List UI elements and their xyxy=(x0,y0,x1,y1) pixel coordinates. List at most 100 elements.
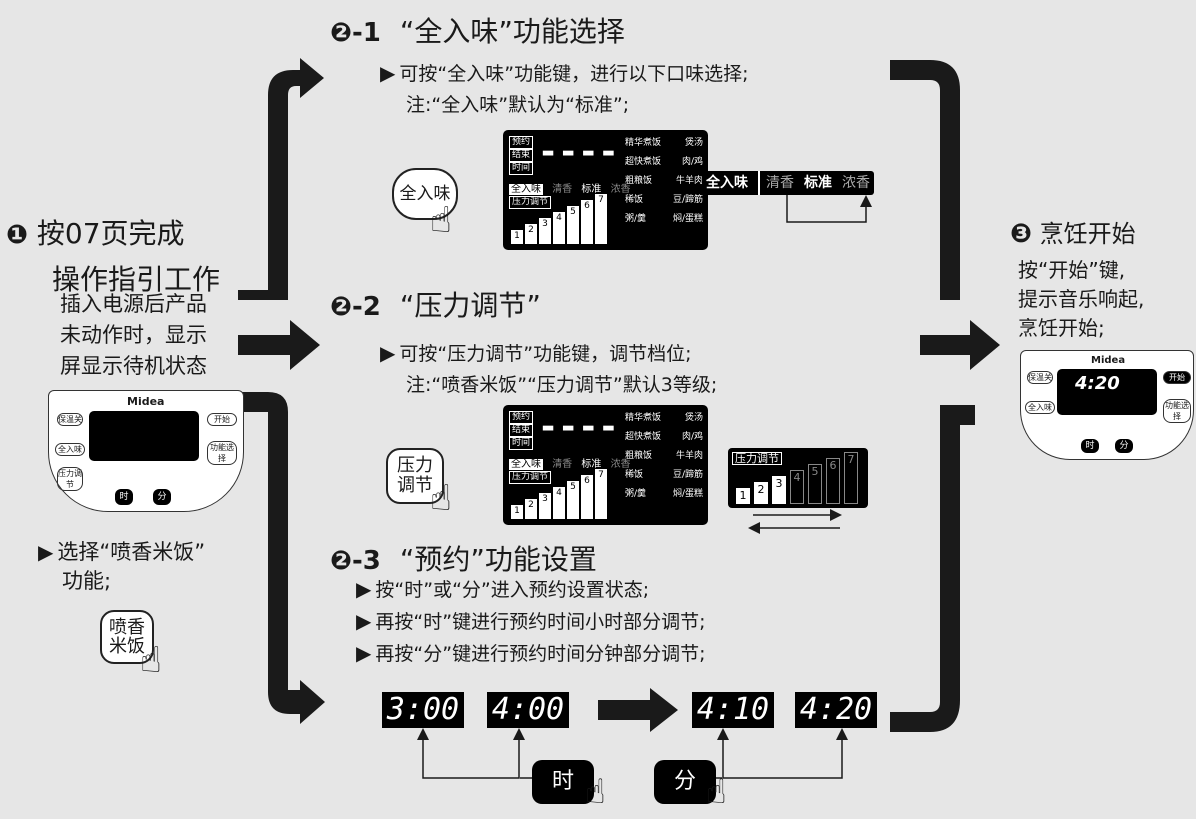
step1-title-line1: ❶ 按07页完成 xyxy=(6,217,185,250)
triangle-icon: ▶ xyxy=(356,577,372,601)
step2-1-text: ▶可按“全入味”功能键，进行以下口味选择; 注:“全入味”默认为“标准”; xyxy=(380,58,748,121)
button-taste[interactable]: 全入味 xyxy=(1025,401,1055,414)
pressure-bar-5: 5 xyxy=(567,481,579,519)
button-hour[interactable]: 时 xyxy=(115,489,133,505)
label-end: 结束 xyxy=(509,149,534,162)
step3-desc-line: 提示音乐响起, xyxy=(1018,287,1145,311)
hand-pointer-icon: ☝ xyxy=(430,478,452,519)
label-time: 时间 xyxy=(509,437,534,450)
button-function[interactable]: 功能选择 xyxy=(1163,399,1191,423)
mini-display: 4:20 xyxy=(1057,369,1157,415)
zoom-bar-1: 1 xyxy=(736,488,750,504)
taste-option-standard: 标准 xyxy=(804,175,832,191)
menu-row: 粗粮饭牛羊肉 xyxy=(625,176,703,186)
menu-row: 粥/羹焖/蛋糕 xyxy=(625,489,703,499)
taste-option-light: 清香 xyxy=(758,171,794,195)
step1-desc-line: 插入电源后产品 xyxy=(60,292,207,316)
taste-strip: 全入味 清香 标准 浓香 xyxy=(702,171,874,195)
taste-strip-label: 全入味 xyxy=(706,175,748,191)
triangle-icon: ▶ xyxy=(356,641,372,665)
triangle-icon: ▶ xyxy=(38,540,54,564)
pressure-bar-3: 3 xyxy=(539,218,551,244)
button-minute[interactable]: 分 xyxy=(1115,439,1133,453)
pressure-bar-7: 7 xyxy=(595,469,607,519)
button-minute[interactable]: 分 xyxy=(153,489,171,505)
menu-list: 精华煮饭煲汤 超快煮饭肉/鸡 粗粮饭牛羊肉 稀饭豆/蹄筋 粥/羹焖/蛋糕 xyxy=(625,138,703,233)
pressure-bar-2: 2 xyxy=(525,499,537,519)
menu-row: 粗粮饭牛羊肉 xyxy=(625,451,703,461)
pressure-label: 压力调节 xyxy=(509,196,552,209)
brand-logo: Midea xyxy=(127,395,165,408)
taste-option-strong: 浓香 xyxy=(842,175,870,191)
time-display-4: 4:20 xyxy=(795,692,877,728)
button-function[interactable]: 功能选择 xyxy=(207,441,237,465)
minute-button[interactable]: 分 xyxy=(654,760,716,804)
menu-row: 粥/羹焖/蛋糕 xyxy=(625,214,703,224)
zoom-bar-7: 7 xyxy=(844,452,858,504)
zoom-bar-4: 4 xyxy=(790,470,804,504)
cooker-panel-step1: Midea 保温关 全入味 压力调节 开始 功能选择 时 分 xyxy=(48,390,244,512)
pressure-button[interactable]: 压力调节 xyxy=(386,448,444,504)
button-hour[interactable]: 时 xyxy=(1081,439,1099,453)
menu-row: 超快煮饭肉/鸡 xyxy=(625,432,703,442)
step1-select-line2: 功能; xyxy=(62,569,112,593)
cooking-time-digits: 4:20 xyxy=(1075,373,1120,394)
button-taste[interactable]: 全入味 xyxy=(55,443,85,456)
pressure-bar-4: 4 xyxy=(553,487,565,519)
time-display-2: 4:00 xyxy=(487,692,569,728)
step1-desc-line: 未动作时，显示 xyxy=(60,323,207,347)
triangle-icon: ▶ xyxy=(356,609,372,633)
step2-1-note: 注:“全入味”默认为“标准”; xyxy=(406,94,630,116)
step3-desc-line: 烹饪开始; xyxy=(1018,316,1105,340)
step1-description: 插入电源后产品 未动作时，显示 屏显示待机状态 xyxy=(60,290,207,381)
step2-3-title: ❷-3 “预约”功能设置 xyxy=(330,543,597,576)
digit-display: ---- xyxy=(541,407,622,447)
button-keep-warm[interactable]: 保温关 xyxy=(1027,371,1053,384)
pressure-bar-1: 1 xyxy=(511,230,523,244)
button-start[interactable]: 开始 xyxy=(1163,371,1191,384)
menu-list: 精华煮饭煲汤 超快煮饭肉/鸡 粗粮饭牛羊肉 稀饭豆/蹄筋 粥/羹焖/蛋糕 xyxy=(625,413,703,508)
menu-row: 精华煮饭煲汤 xyxy=(625,413,703,423)
step2-2-note: 注:“喷香米饭”“压力调节”默认3等级; xyxy=(406,374,718,396)
pressure-label: 压力调节 xyxy=(509,471,552,484)
label-reserve: 预约 xyxy=(509,136,534,149)
zoom-bar-2: 2 xyxy=(754,482,768,504)
hour-button[interactable]: 时 xyxy=(532,760,594,804)
label-reserve: 预约 xyxy=(509,411,534,424)
step2-2-text: ▶可按“压力调节”功能键，调节档位; 注:“喷香米饭”“压力调节”默认3等级; xyxy=(380,338,717,401)
triangle-icon: ▶ xyxy=(380,61,396,85)
menu-row: 稀饭豆/蹄筋 xyxy=(625,195,703,205)
step1-desc-line: 屏显示待机状态 xyxy=(60,354,207,378)
triangle-icon: ▶ xyxy=(380,341,396,365)
pressure-bar-7: 7 xyxy=(595,194,607,244)
rice-button[interactable]: 喷香米饭 xyxy=(100,610,154,664)
taste-row: 全入味 清香 标准 浓香 xyxy=(509,459,631,470)
step2-3-bullets: ▶按“时”或“分”进入预约设置状态; ▶再按“时”键进行预约时间小时部分调节; … xyxy=(356,577,706,665)
control-panel-step2-1: 预约 结束 时间 ---- 全入味 清香 标准 浓香 压力调节 1 2 3 4 … xyxy=(503,130,708,250)
step1-section: ❶ 按07页完成 操作指引工作 xyxy=(6,212,220,298)
zoom-bar-6: 6 xyxy=(826,458,840,504)
step3-description: 按“开始”键, 提示音乐响起, 烹饪开始; xyxy=(1018,256,1144,343)
pressure-bar-1: 1 xyxy=(511,505,523,519)
button-pressure[interactable]: 压力调节 xyxy=(57,467,83,491)
pressure-bar-4: 4 xyxy=(553,212,565,244)
pressure-bar-5: 5 xyxy=(567,206,579,244)
zoom-bar-5: 5 xyxy=(808,464,822,504)
time-display-1: 3:00 xyxy=(382,692,464,728)
cooker-panel-step3: Midea 4:20 保温关 全入味 开始 功能选择 时 分 xyxy=(1020,350,1194,460)
button-start[interactable]: 开始 xyxy=(207,413,237,426)
pressure-zoom: 压力调节 1 2 3 4 5 6 7 xyxy=(728,448,868,508)
hand-pointer-icon: ☝ xyxy=(140,640,162,681)
step2-1-title: ❷-1 “全入味”功能选择 xyxy=(330,15,625,48)
pressure-bar-6: 6 xyxy=(581,475,593,519)
step1-number: ❶ xyxy=(6,220,29,250)
menu-row: 超快煮饭肉/鸡 xyxy=(625,157,703,167)
mini-display xyxy=(89,411,199,461)
time-display-3: 4:10 xyxy=(692,692,774,728)
label-end: 结束 xyxy=(509,424,534,437)
step1-title-line2: 操作指引工作 xyxy=(52,263,221,296)
button-keep-warm[interactable]: 保温关 xyxy=(57,413,83,426)
taste-button[interactable]: 全入味 xyxy=(392,168,458,220)
step3-desc-line: 按“开始”键, xyxy=(1018,258,1126,282)
